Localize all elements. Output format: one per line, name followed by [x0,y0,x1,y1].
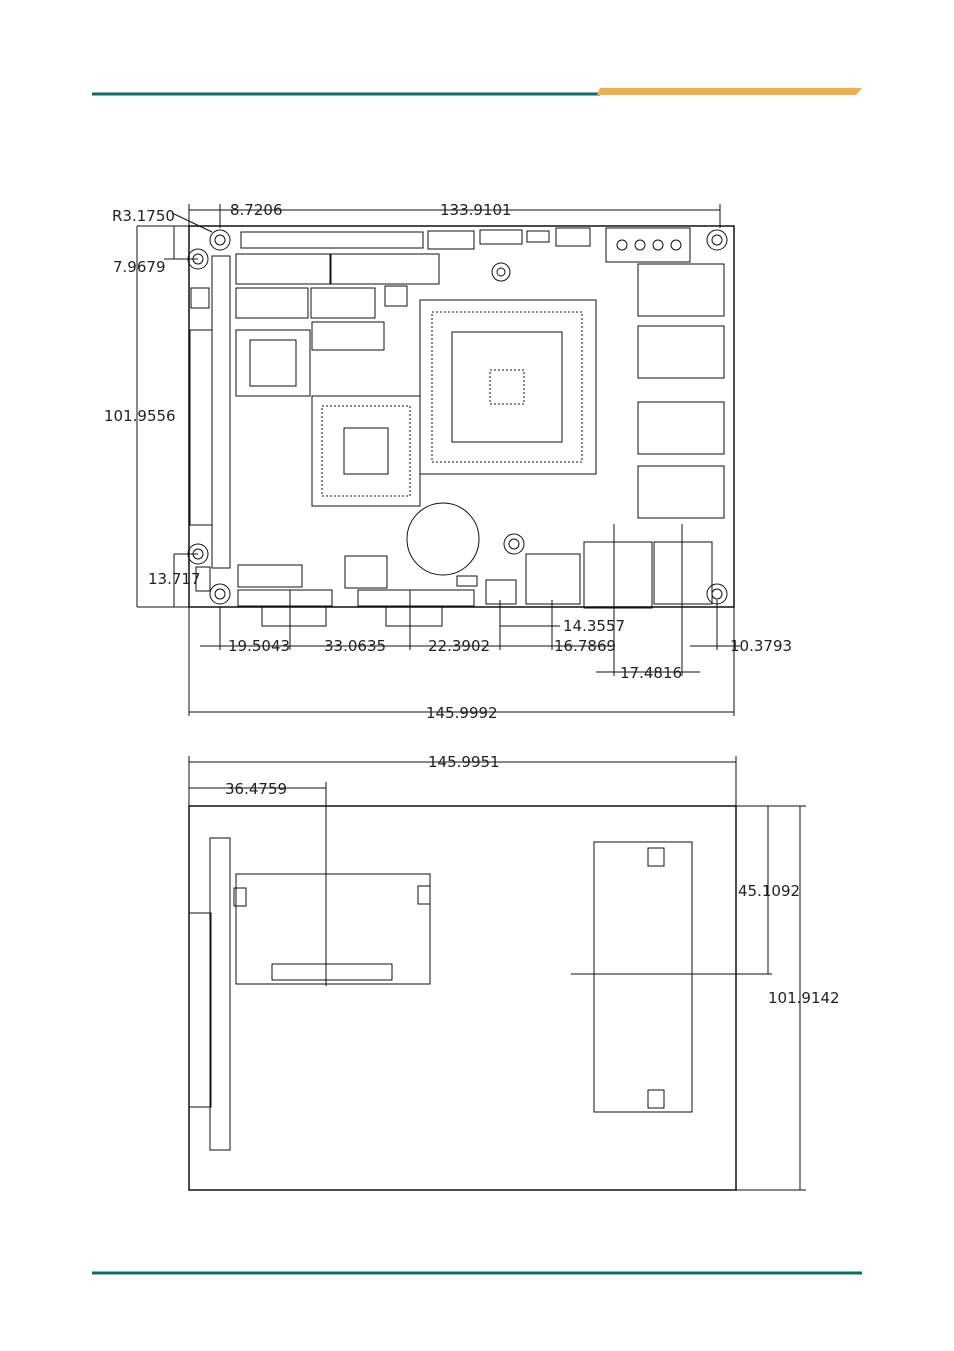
bottom-view [189,806,736,1190]
dim-conn-offset-2: 33.0635 [324,637,386,655]
dim-sodimm-offset-y: 45.1092 [738,882,800,900]
dim-hole-offset-x: 8.7206 [230,201,283,219]
usb-port [526,554,580,604]
dim-bottom-board-height: 101.9142 [768,989,840,1007]
dim-board-width: 145.9992 [426,704,498,722]
dim-conn-offset-7: 10.3793 [730,637,792,655]
dim-conn-offset-4: 14.3557 [563,617,625,635]
dimension-lines-bottom [189,756,806,1190]
mounting-hole-icon [188,230,727,604]
power-connector [606,228,690,262]
board-outline-bottom [189,806,736,1190]
dim-hole-offset-y: 7.9679 [113,258,166,276]
chipset [312,396,420,506]
dim-cf-offset-x: 36.4759 [225,780,287,798]
serial-port [238,590,332,606]
top-view [188,226,734,626]
lan-port-2 [654,542,712,604]
battery-icon [407,503,479,575]
dim-hole-span-x: 133.9101 [440,201,512,219]
sodimm-socket [594,842,692,1112]
left-header-long [190,330,212,525]
header-accent [597,88,862,95]
cpu-socket [420,300,596,474]
vga-port [358,590,474,606]
left-header-pins [212,256,230,568]
dim-bottom-board-width: 145.9951 [428,753,500,771]
dim-conn-offset-1: 19.5043 [228,637,290,655]
dim-corner-radius: R3.1750 [112,207,175,225]
dim-hole-offset-bottom: 13.717 [148,570,201,588]
memory-slot [638,264,724,316]
lan-port [584,542,652,608]
dim-board-height: 101.9556 [104,407,176,425]
dim-conn-offset-5: 16.7869 [554,637,616,655]
compactflash-socket [236,874,430,984]
dim-conn-offset-3: 22.3902 [428,637,490,655]
ide-header-top [241,232,423,248]
dim-conn-offset-6: 17.4816 [620,664,682,682]
header-pins-bottom [210,838,230,1150]
